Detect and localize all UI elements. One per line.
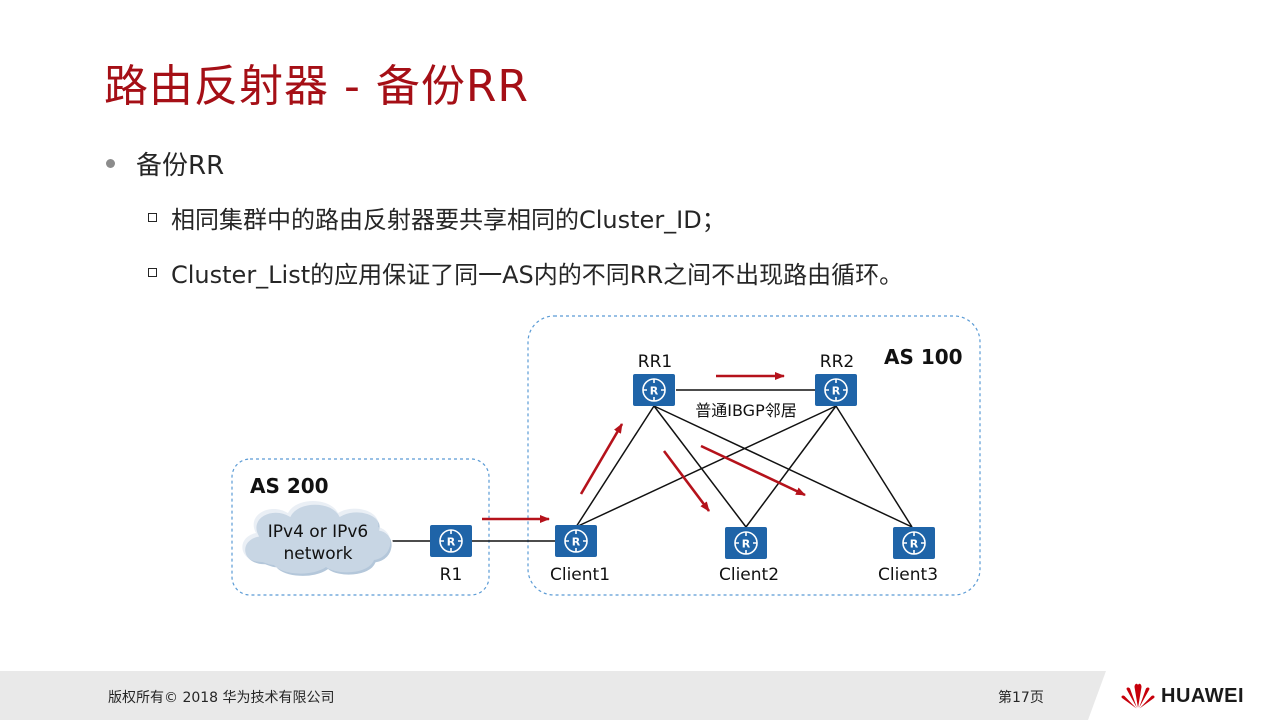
as200-label: AS 200 bbox=[250, 474, 329, 498]
as100-boundary bbox=[527, 315, 981, 596]
sub-bullet-cluster-list: Cluster_List的应用保证了同一AS内的不同RR之间不出现路由循环。 bbox=[148, 254, 903, 290]
as100-label: AS 100 bbox=[884, 345, 963, 369]
bullet-square-icon bbox=[148, 267, 157, 277]
page-number: 第17页 bbox=[998, 690, 1044, 706]
r1-label: R1 bbox=[440, 565, 463, 585]
rr2-label: RR2 bbox=[820, 352, 854, 372]
network-cloud-icon bbox=[242, 501, 394, 578]
brand-name: HUAWEI bbox=[1161, 685, 1244, 707]
rr1-label: RR1 bbox=[638, 352, 672, 372]
client1-router-icon[interactable] bbox=[554, 524, 598, 558]
route-arrows bbox=[482, 372, 806, 523]
link-rr1-client1 bbox=[575, 405, 655, 528]
cloud-label-line1: IPv4 or IPv6 bbox=[268, 522, 368, 542]
link-rr2-client3 bbox=[835, 405, 913, 528]
huawei-logo-icon bbox=[1121, 683, 1155, 709]
r1-router-icon[interactable] bbox=[429, 524, 473, 558]
client1-label: Client1 bbox=[550, 565, 610, 585]
bullet-dot-icon bbox=[106, 158, 115, 168]
bullet-square-icon bbox=[148, 212, 157, 222]
links bbox=[390, 389, 913, 542]
arrow-rr1-to-client2 bbox=[662, 450, 711, 512]
footer-logo-area bbox=[1088, 671, 1280, 720]
arrow-client1-to-rr1 bbox=[579, 423, 624, 495]
bullet-main-text: 备份RR bbox=[136, 150, 225, 181]
footer-bar: 版权所有© 2018 华为技术有限公司 第17页 HUAWEI bbox=[0, 671, 1280, 720]
rr1-router-icon[interactable] bbox=[632, 373, 676, 407]
rr2-router-icon[interactable] bbox=[814, 373, 858, 407]
link-rr2-client2 bbox=[745, 405, 837, 528]
sub-bullet-text: 相同集群中的路由反射器要共享相同的Cluster_ID； bbox=[171, 205, 726, 234]
bullet-main: 备份RR bbox=[106, 145, 224, 181]
link-rr1-client3 bbox=[653, 405, 913, 528]
client3-label: Client3 bbox=[878, 565, 938, 585]
ibgp-peer-label: 普通IBGP邻居 bbox=[695, 401, 796, 420]
client3-router-icon[interactable] bbox=[892, 526, 936, 560]
client2-router-icon[interactable] bbox=[724, 526, 768, 560]
sub-bullet-cluster-id: 相同集群中的路由反射器要共享相同的Cluster_ID； bbox=[148, 199, 726, 235]
sub-bullet-text: Cluster_List的应用保证了同一AS内的不同RR之间不出现路由循环。 bbox=[171, 260, 904, 289]
link-rr2-client1 bbox=[575, 405, 837, 528]
slide-title: 路由反射器 - 备份RR bbox=[104, 61, 529, 112]
cloud-label-line2: network bbox=[283, 544, 352, 564]
link-rr1-client2 bbox=[653, 405, 747, 528]
client2-label: Client2 bbox=[719, 565, 779, 585]
as200-boundary bbox=[231, 458, 490, 596]
copyright-text: 版权所有© 2018 华为技术有限公司 bbox=[108, 690, 335, 706]
arrow-rr1-to-client3 bbox=[700, 444, 806, 497]
